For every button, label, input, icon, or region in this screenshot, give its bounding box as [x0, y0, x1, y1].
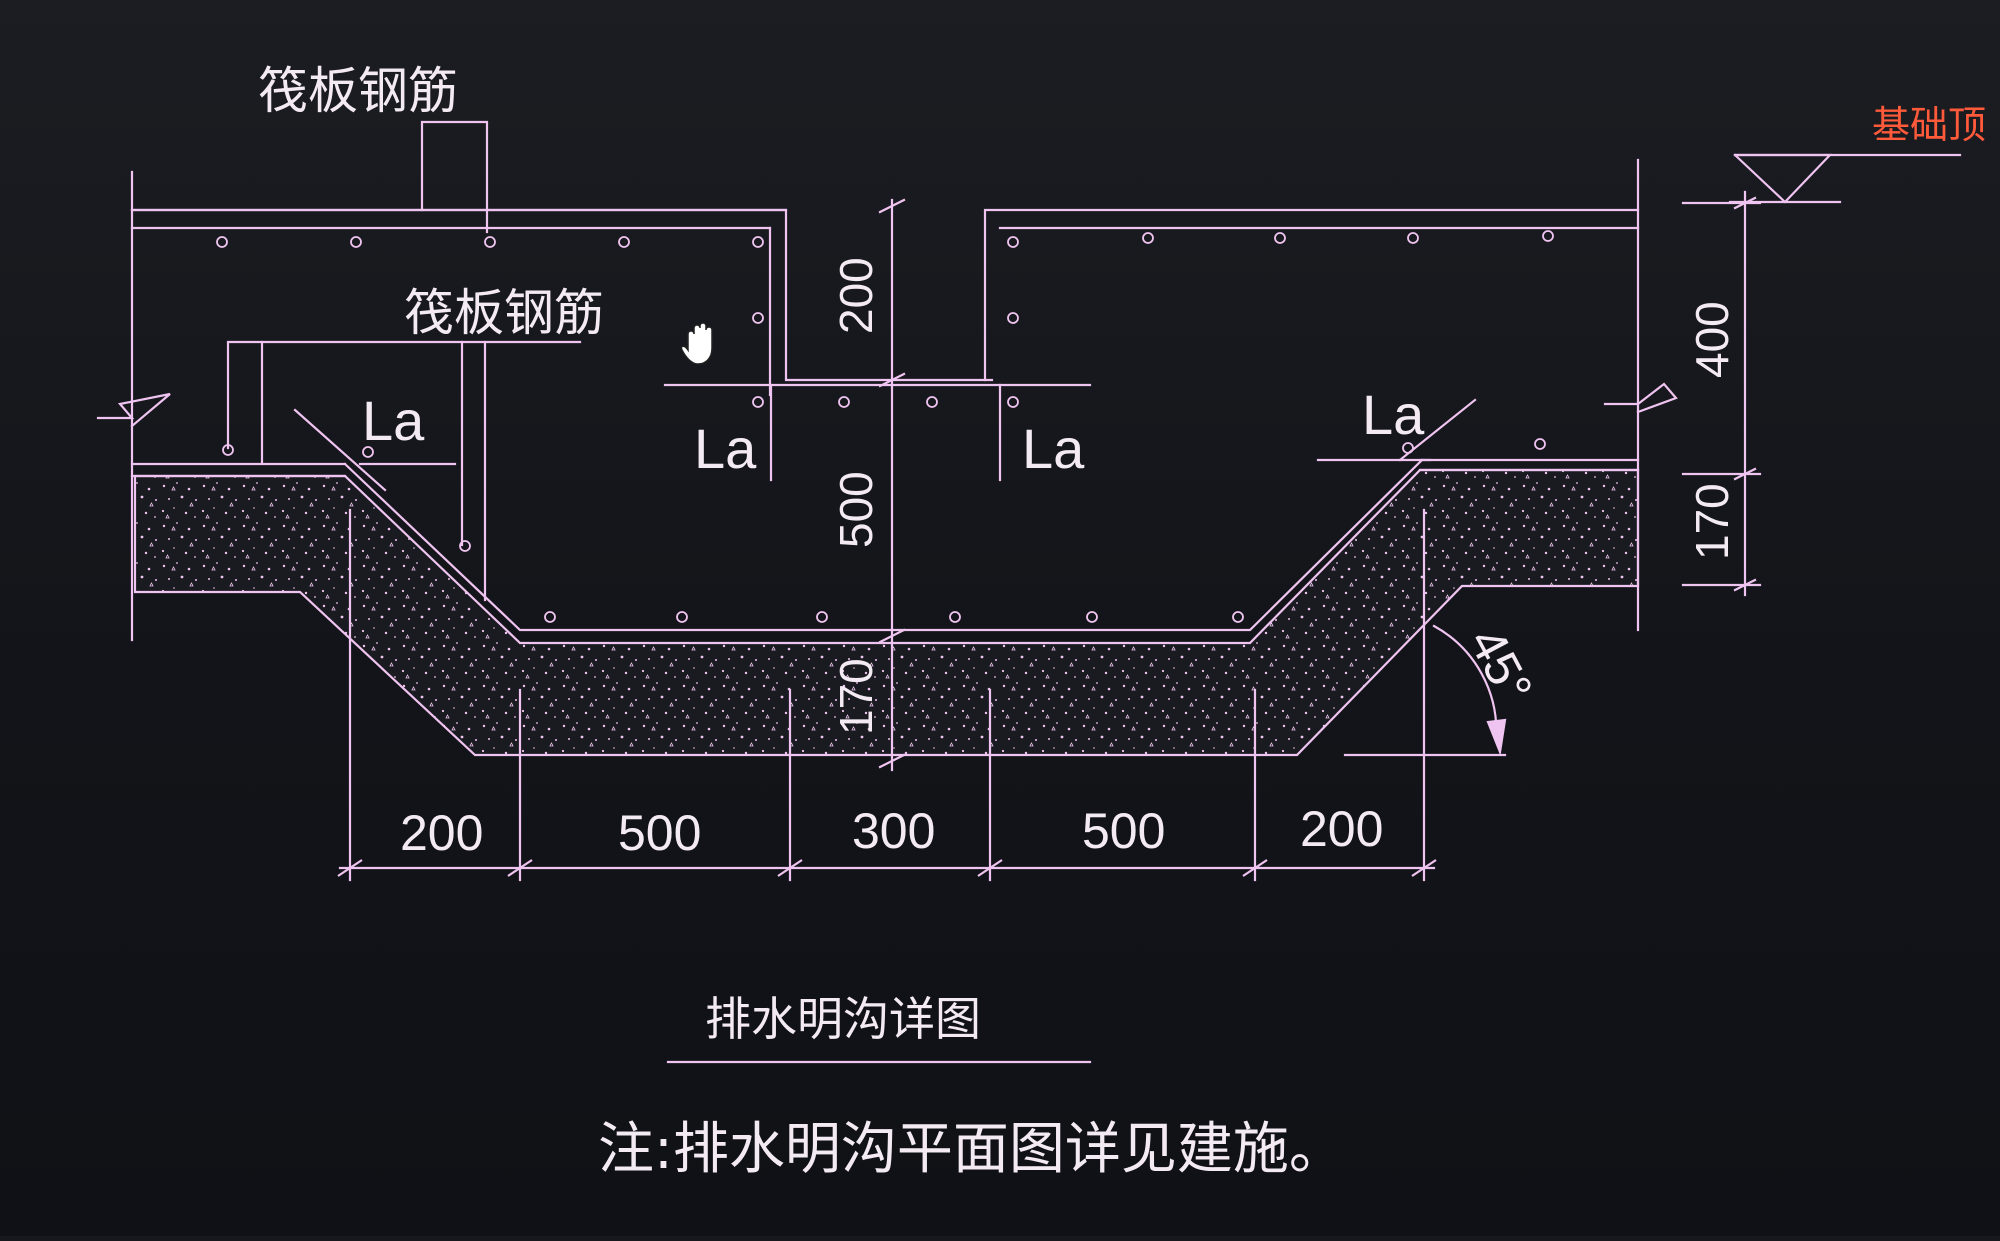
rebar-dot: [484, 236, 496, 248]
bottom-dim-tick-6: [1411, 859, 1437, 877]
right-break-symbol: [1603, 382, 1678, 414]
la-label-center-left: La: [694, 417, 757, 480]
rebar-dot: [1142, 232, 1154, 244]
rebar-dot: [362, 446, 374, 458]
rebar-dot: [949, 611, 961, 623]
rebar-dot: [544, 611, 556, 623]
dim-bottom-5: 200: [1300, 801, 1383, 857]
raft-rebar-label-top: 筏板钢筋: [258, 62, 458, 120]
bottom-dim-tick-4: [977, 859, 1003, 877]
rebar-dot: [1007, 236, 1019, 248]
left-top-rebar: [130, 208, 994, 382]
bottom-dim-tick-1: [337, 859, 363, 877]
bottom-dim-tick-2: [507, 859, 533, 877]
raft-rebar-label-inner: 筏板钢筋: [404, 284, 604, 342]
dim-center-200: 200: [830, 257, 882, 334]
right-top-rebar: [983, 208, 1640, 382]
rebar-dot: [1007, 396, 1019, 408]
hand-cursor-icon: [680, 322, 713, 365]
concrete-cushion: [133, 468, 1640, 757]
la-label-left-upper: La: [362, 389, 425, 452]
rebar-dot: [216, 236, 228, 248]
center-tick-2: [878, 372, 906, 388]
rebar-dot: [1542, 230, 1554, 242]
right-tick-2: [1733, 467, 1757, 481]
dim-bottom-3: 300: [852, 803, 935, 859]
dim-bottom-2: 500: [618, 805, 701, 861]
rebar-dot: [752, 236, 764, 248]
trench-inner-profile: [343, 458, 1424, 632]
rebar-dot: [1086, 611, 1098, 623]
dim-bottom-1: 200: [400, 805, 483, 861]
center-tick-3: [878, 628, 906, 644]
rebar-dot: [459, 540, 471, 552]
rebar-dot: [350, 236, 362, 248]
drawing-note: 注:排水明沟平面图详见建施。: [598, 1117, 1345, 1182]
rebar-dot: [752, 396, 764, 408]
center-tick-1: [878, 198, 906, 214]
foundation-top-symbol: [1733, 153, 1833, 204]
rebar-dot: [1007, 312, 1019, 324]
rebar-dot: [1534, 438, 1546, 450]
la-diagonal-left: [293, 408, 387, 492]
dim-center-500: 500: [830, 471, 882, 548]
rebar-dot: [838, 396, 850, 408]
dim-right-400: 400: [1686, 301, 1738, 378]
rebar-dot: [676, 611, 688, 623]
rebar-dot: [1407, 232, 1419, 244]
center-tick-4: [878, 753, 906, 769]
rebar-dot: [926, 396, 938, 408]
dim-center-170: 170: [830, 658, 882, 735]
raft-rebar-leader-top: [420, 120, 489, 234]
bottom-dim-tick-5: [1242, 859, 1268, 877]
rebar-dot: [752, 312, 764, 324]
right-tick-3: [1733, 578, 1757, 592]
rebar-dot: [1232, 611, 1244, 623]
drawing-title: 排水明沟详图: [705, 992, 981, 1046]
la-label-center-right: La: [1022, 417, 1085, 480]
left-break-symbol: [96, 392, 171, 428]
bottom-dim-tick-3: [777, 859, 803, 877]
dim-bottom-4: 500: [1082, 803, 1165, 859]
rebar-dot: [1274, 232, 1286, 244]
rebar-dot: [1402, 442, 1414, 454]
foundation-top-label: 基础顶: [1872, 103, 1986, 147]
angle-label: 45°: [1458, 619, 1543, 712]
rebar-dot: [222, 444, 234, 456]
rebar-dot: [618, 236, 630, 248]
dim-right-170: 170: [1686, 483, 1738, 560]
la-label-right: La: [1362, 383, 1425, 446]
angle-arrow: [1486, 718, 1507, 757]
rebar-dot: [816, 611, 828, 623]
